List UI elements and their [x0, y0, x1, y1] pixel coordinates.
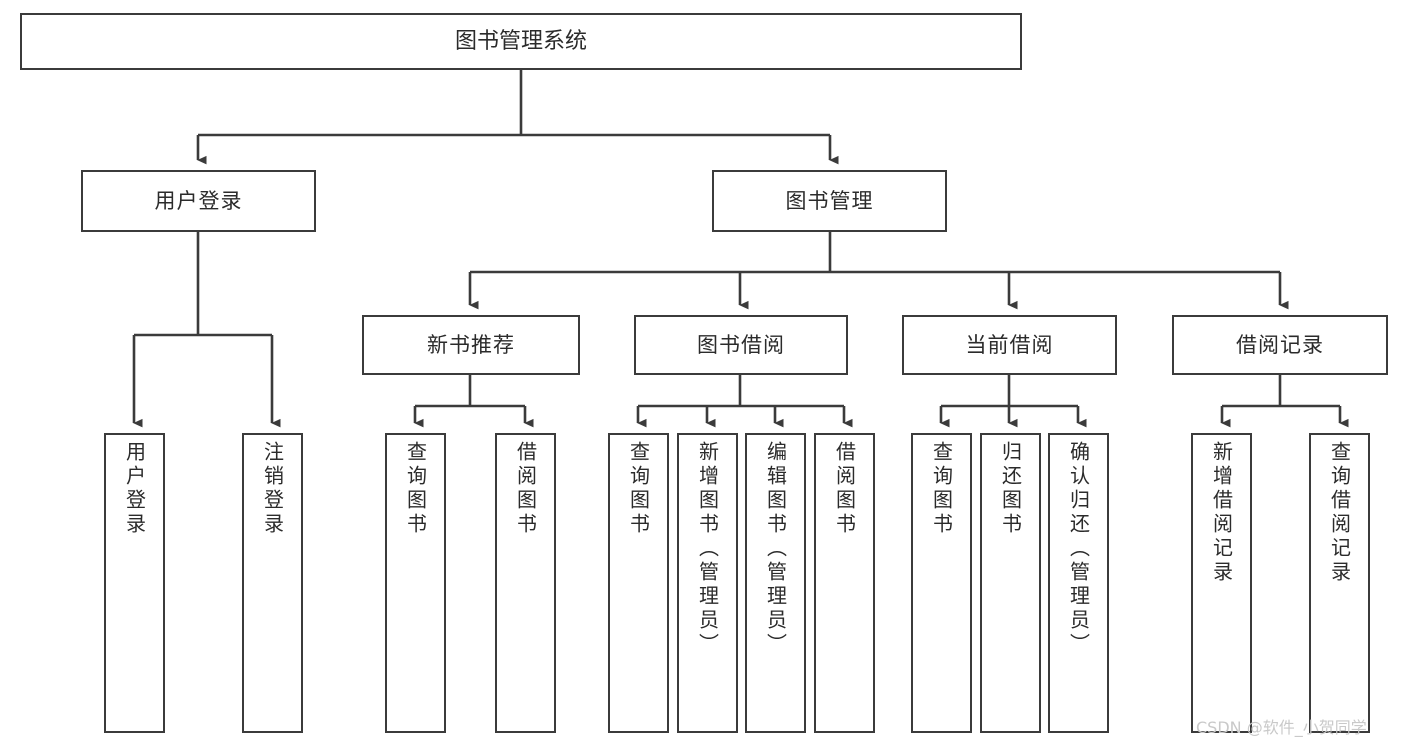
node-borrow-record[interactable]: 借阅记录 [1172, 315, 1388, 375]
leaf-label: 借阅图书 [832, 441, 857, 537]
leaf-label: 查询借阅记录 [1327, 441, 1352, 585]
leaf-label: 查询图书 [626, 441, 651, 537]
node-leaf-borrow-book-2[interactable]: 借阅图书 [814, 433, 875, 733]
csdn-watermark: CSDN @软件_小贺同学 [1196, 718, 1367, 737]
node-leaf-confirm-return[interactable]: 确认归还（管理员） [1048, 433, 1109, 733]
node-leaf-user-logout[interactable]: 注销登录 [242, 433, 303, 733]
node-root-system[interactable]: 图书管理系统 [20, 13, 1022, 70]
node-user-login[interactable]: 用户登录 [81, 170, 316, 232]
node-book-manage[interactable]: 图书管理 [712, 170, 947, 232]
leaf-label: 借阅图书 [513, 441, 538, 537]
leaf-label: 用户登录 [122, 441, 147, 537]
node-leaf-query-record[interactable]: 查询借阅记录 [1309, 433, 1370, 733]
node-leaf-user-login[interactable]: 用户登录 [104, 433, 165, 733]
node-new-book-recommend[interactable]: 新书推荐 [362, 315, 580, 375]
node-leaf-borrow-book-1[interactable]: 借阅图书 [495, 433, 556, 733]
leaf-label: 查询图书 [403, 441, 428, 537]
leaf-label: 归还图书 [998, 441, 1023, 537]
leaf-label: 编辑图书（管理员） [763, 441, 788, 657]
node-book-borrow[interactable]: 图书借阅 [634, 315, 848, 375]
node-leaf-query-book-1[interactable]: 查询图书 [385, 433, 446, 733]
leaf-label: 确认归还（管理员） [1066, 441, 1091, 657]
leaf-label: 新增图书（管理员） [695, 441, 720, 657]
node-leaf-return-book[interactable]: 归还图书 [980, 433, 1041, 733]
node-leaf-add-book[interactable]: 新增图书（管理员） [677, 433, 738, 733]
leaf-label: 注销登录 [260, 441, 285, 537]
node-leaf-query-book-3[interactable]: 查询图书 [911, 433, 972, 733]
node-leaf-add-record[interactable]: 新增借阅记录 [1191, 433, 1252, 733]
node-leaf-edit-book[interactable]: 编辑图书（管理员） [745, 433, 806, 733]
leaf-label: 查询图书 [929, 441, 954, 537]
node-current-borrow[interactable]: 当前借阅 [902, 315, 1117, 375]
node-leaf-query-book-2[interactable]: 查询图书 [608, 433, 669, 733]
leaf-label: 新增借阅记录 [1209, 441, 1234, 585]
